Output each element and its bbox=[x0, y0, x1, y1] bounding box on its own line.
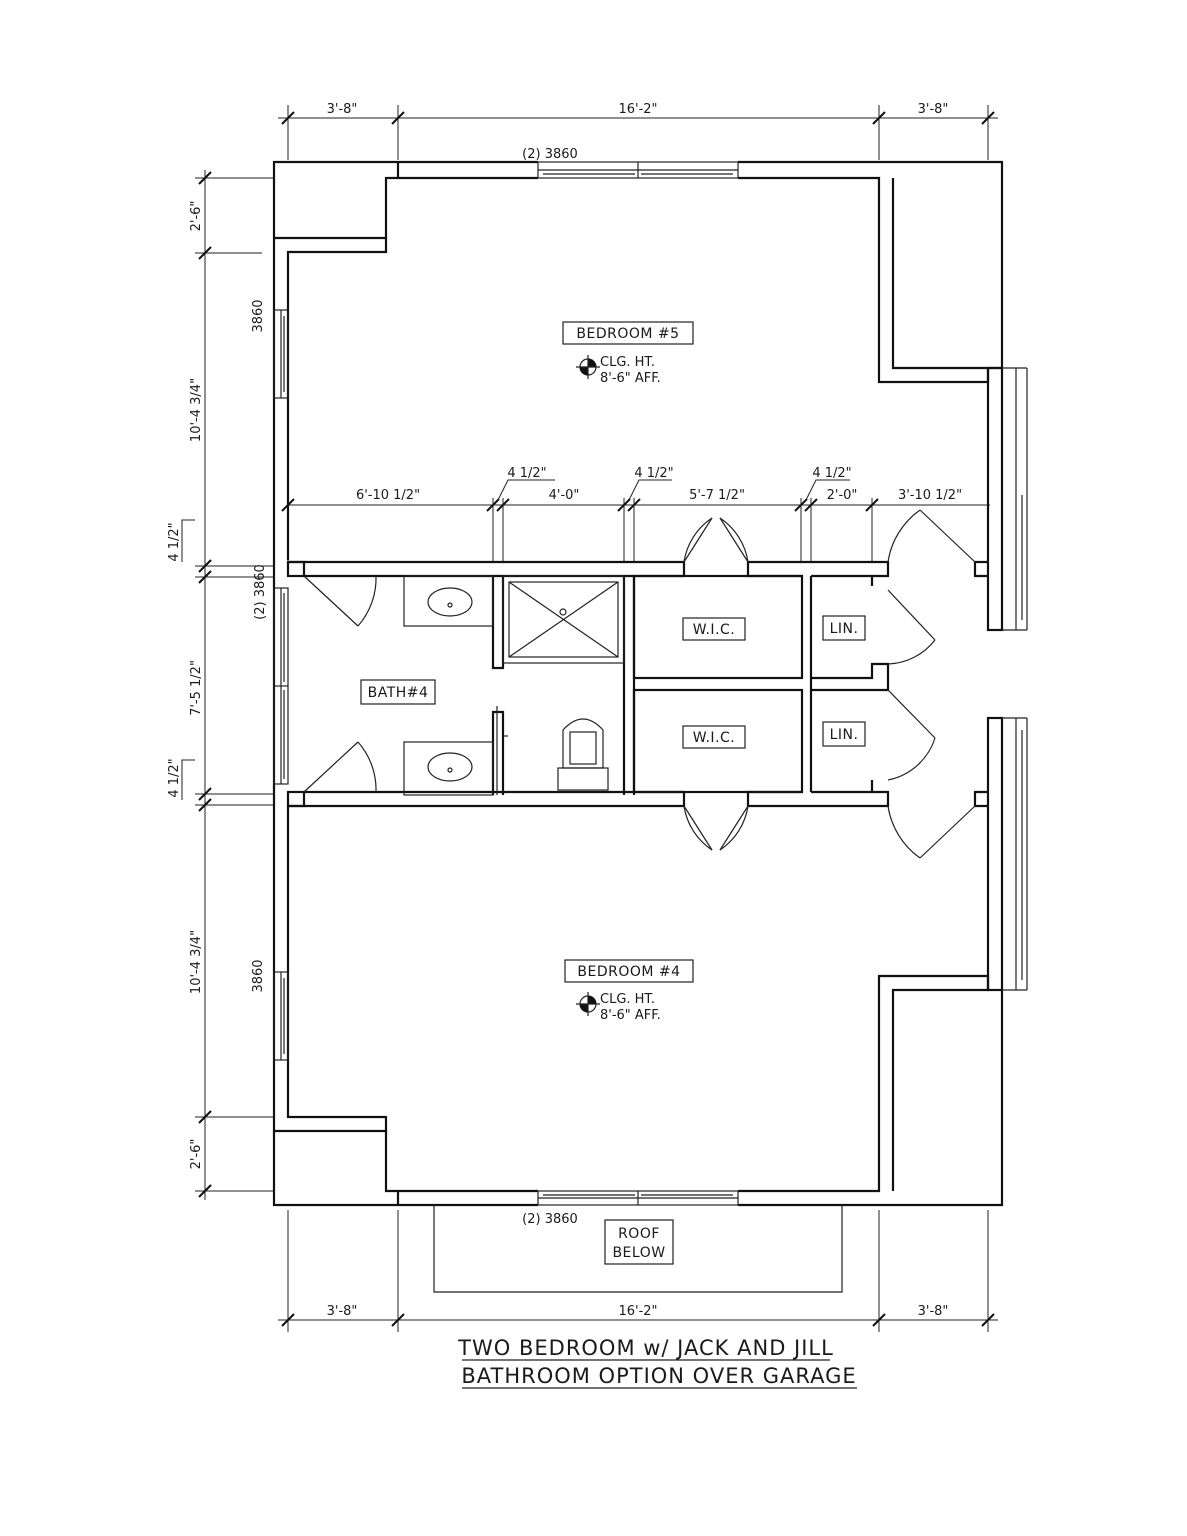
dim-int-6: 4 1/2" bbox=[812, 466, 851, 481]
dim-int-4: 4 1/2" bbox=[634, 466, 673, 481]
dim-int-3: 4'-0" bbox=[549, 488, 580, 503]
dim-left-2: 10'-4 3/4" bbox=[189, 378, 204, 442]
dim-left-3: 4 1/2" bbox=[167, 522, 182, 561]
clg-value-upper: 8'-6" AFF. bbox=[600, 371, 661, 386]
toilet-icon bbox=[557, 718, 609, 791]
dim-int-7: 2'-0" bbox=[827, 488, 858, 503]
sink-upper-icon bbox=[427, 587, 473, 617]
interior-walls bbox=[286, 560, 988, 808]
interior-dimension-string: 6'-10 1/2" 4 1/2" 4'-0" 4 1/2" 5'-7 1/2"… bbox=[281, 466, 990, 562]
title-line-2: BATHROOM OPTION OVER GARAGE bbox=[461, 1364, 856, 1388]
dim-int-5: 5'-7 1/2" bbox=[689, 488, 745, 503]
vanity-upper bbox=[403, 575, 494, 627]
dim-top-center: 16'-2" bbox=[618, 102, 657, 117]
shower-icon bbox=[502, 575, 625, 664]
window-left-lower-label: 3860 bbox=[251, 959, 266, 992]
dim-left-4: 7'-5 1/2" bbox=[189, 660, 204, 716]
room-lin-upper: LIN. bbox=[830, 621, 859, 637]
dim-top-right: 3'-8" bbox=[918, 102, 949, 117]
dim-left-5: 4 1/2" bbox=[167, 758, 182, 797]
dim-int-8: 3'-10 1/2" bbox=[898, 488, 962, 503]
roof-below: ROOF BELOW bbox=[433, 1205, 843, 1293]
roof-label-2: BELOW bbox=[612, 1245, 665, 1261]
fixtures bbox=[403, 575, 625, 796]
room-labels: BEDROOM #5 CLG. HT. 8'-6" AFF. BEDROOM #… bbox=[360, 321, 866, 1023]
window-left-middle-label: (2) 3860 bbox=[253, 564, 268, 620]
clg-label-lower: CLG. HT. bbox=[600, 992, 655, 1007]
walls bbox=[272, 160, 1028, 1207]
title-line-1: TWO BEDROOM w/ JACK AND JILL bbox=[457, 1336, 834, 1360]
bottom-dimension-string: 3'-8" 16'-2" 3'-8" bbox=[278, 1210, 998, 1332]
left-dimension-string: 2'-6" 10'-4 3/4" 4 1/2" 7'-5 1/2" 4 1/2"… bbox=[167, 170, 275, 1200]
vanity-lower bbox=[403, 741, 494, 796]
top-dimension-string: 3'-8" 16'-2" 3'-8" bbox=[278, 102, 998, 160]
clg-label-upper: CLG. HT. bbox=[600, 355, 655, 370]
room-bedroom-4: BEDROOM #4 bbox=[577, 964, 680, 980]
window-left-upper-label: 3860 bbox=[251, 299, 266, 332]
room-bedroom-5: BEDROOM #5 bbox=[576, 326, 679, 342]
dim-bottom-center: 16'-2" bbox=[618, 1304, 657, 1319]
dim-left-6: 10'-4 3/4" bbox=[189, 930, 204, 994]
room-bath-4: BATH#4 bbox=[368, 685, 429, 701]
roof-label-1: ROOF bbox=[618, 1226, 660, 1242]
room-wic-upper: W.I.C. bbox=[693, 622, 736, 638]
ceiling-marker-icon bbox=[576, 355, 600, 379]
plan-title: TWO BEDROOM w/ JACK AND JILL BATHROOM OP… bbox=[457, 1336, 857, 1389]
dim-left-7: 2'-6" bbox=[189, 1139, 204, 1170]
dim-int-1: 6'-10 1/2" bbox=[356, 488, 420, 503]
dim-int-2: 4 1/2" bbox=[507, 466, 546, 481]
dim-bottom-left: 3'-8" bbox=[327, 1304, 358, 1319]
dim-left-1: 2'-6" bbox=[189, 201, 204, 232]
doors bbox=[303, 509, 976, 859]
ceiling-marker-icon bbox=[576, 992, 600, 1016]
window-bottom-label: (2) 3860 bbox=[522, 1212, 578, 1227]
window-top-label: (2) 3860 bbox=[522, 147, 578, 162]
sink-lower-icon bbox=[427, 752, 473, 782]
room-lin-lower: LIN. bbox=[830, 727, 859, 743]
dim-bottom-right: 3'-8" bbox=[918, 1304, 949, 1319]
clg-value-lower: 8'-6" AFF. bbox=[600, 1008, 661, 1023]
room-wic-lower: W.I.C. bbox=[693, 730, 736, 746]
dim-top-left: 3'-8" bbox=[327, 102, 358, 117]
windows: 3860 (2) 3860 3860 (2) 3860 (2) 3860 bbox=[251, 147, 739, 1227]
